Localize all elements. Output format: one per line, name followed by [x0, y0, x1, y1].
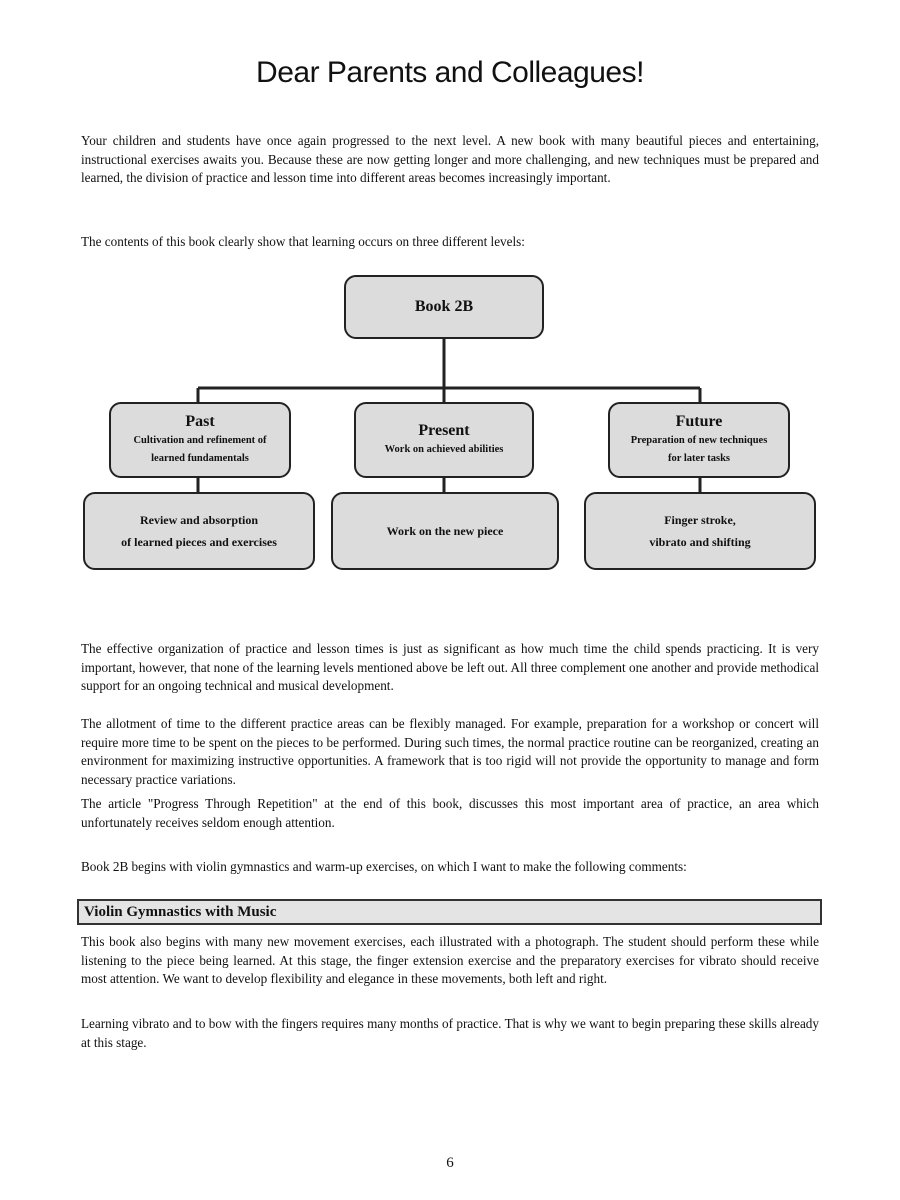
- future-heading: Future: [675, 413, 723, 430]
- book-2b-node: Book 2B: [344, 275, 544, 339]
- past-task-line1: Review and absorption: [139, 513, 258, 527]
- vibrato-paragraph: Learning vibrato and to bow with the fin…: [81, 1016, 819, 1050]
- page-number: 6: [446, 1155, 454, 1171]
- future-desc-line2: for later tasks: [667, 453, 731, 464]
- present-heading: Present: [418, 422, 470, 439]
- section-heading: Violin Gymnastics with Music: [77, 899, 822, 925]
- organization-paragraph: The effective organization of practice a…: [81, 641, 819, 693]
- past-task-line2: of learned pieces and exercises: [121, 535, 277, 549]
- future-task-line1: Finger stroke,: [664, 513, 736, 527]
- gymnastics-paragraph: This book also begins with many new move…: [81, 934, 819, 986]
- past-desc-line2: learned fundamentals: [151, 453, 249, 464]
- past-task-node: Review and absorption of learned pieces …: [83, 492, 315, 570]
- page-title: Dear Parents and Colleagues!: [256, 56, 644, 89]
- present-node: Present Work on achieved abilities: [354, 402, 534, 478]
- past-heading: Past: [185, 413, 215, 430]
- article-paragraph: The article "Progress Through Repetition…: [81, 796, 819, 830]
- past-node: Past Cultivation and refinement of learn…: [109, 402, 291, 478]
- book-2b-label: Book 2B: [414, 298, 474, 315]
- past-desc-line1: Cultivation and refinement of: [133, 435, 267, 446]
- allotment-paragraph: The allotment of time to the different p…: [81, 716, 819, 787]
- future-node: Future Preparation of new techniques for…: [608, 402, 790, 478]
- levels-paragraph: The contents of this book clearly show t…: [81, 234, 525, 249]
- present-task-node: Work on the new piece: [331, 492, 559, 570]
- present-desc-line1: Work on achieved abilities: [384, 444, 504, 455]
- present-task-line1: Work on the new piece: [386, 524, 504, 538]
- intro-paragraph: Your children and students have once aga…: [81, 133, 819, 185]
- future-task-line2: vibrato and shifting: [649, 535, 751, 549]
- future-task-node: Finger stroke, vibrato and shifting: [584, 492, 816, 570]
- future-desc-line1: Preparation of new techniques: [630, 435, 768, 446]
- begins-paragraph: Book 2B begins with violin gymnastics an…: [81, 859, 687, 874]
